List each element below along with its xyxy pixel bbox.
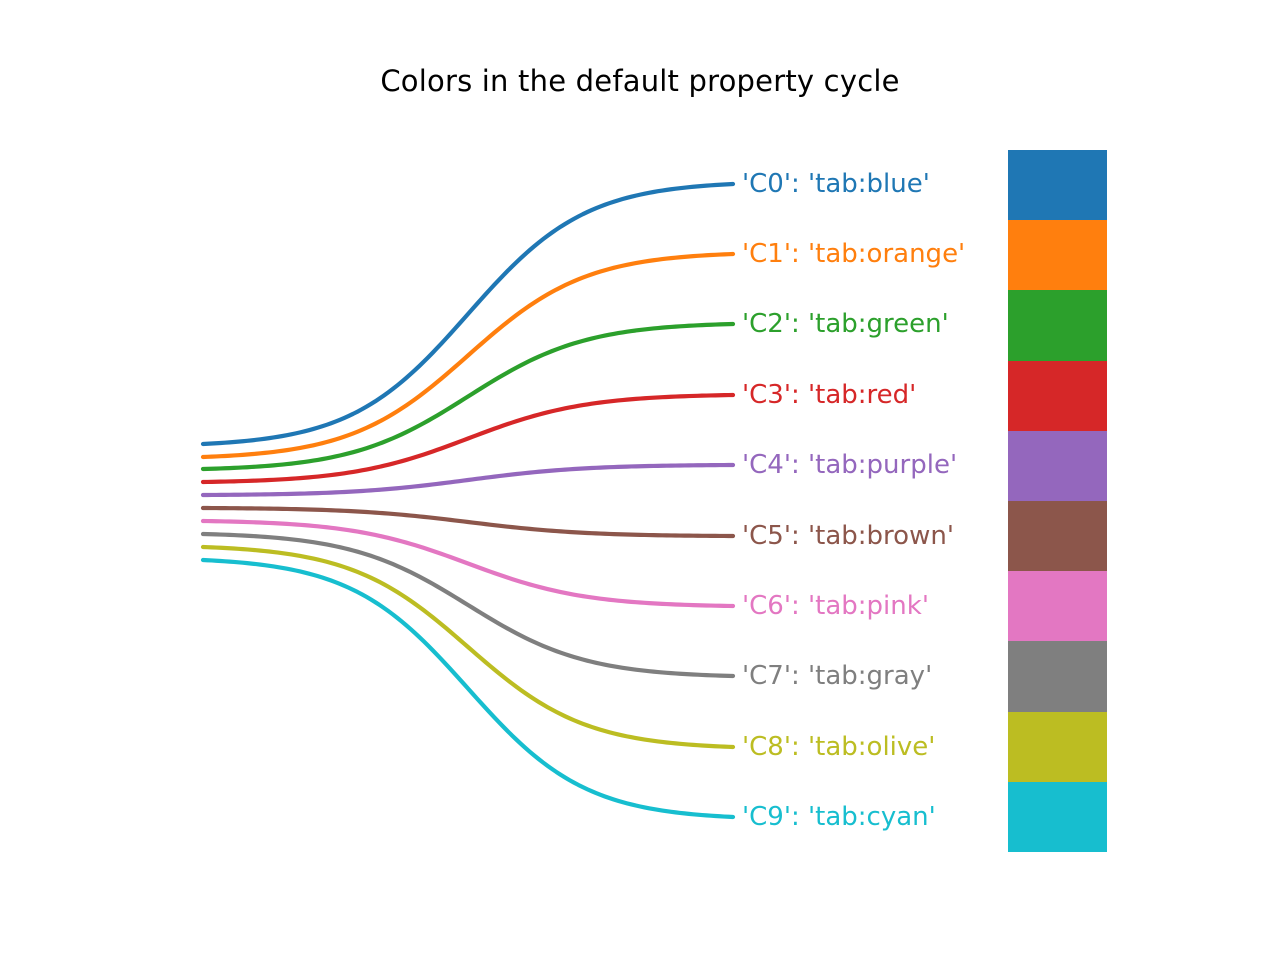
curves-group: [200, 181, 736, 820]
curve-c6: [200, 518, 736, 609]
curve-label-c7: 'C7': 'tab:gray': [742, 661, 933, 691]
curve-c0: [200, 181, 736, 447]
color-swatch-c7: [1008, 641, 1107, 712]
curve-c1: [200, 251, 736, 460]
color-swatch-c6: [1008, 571, 1107, 642]
curve-c4: [200, 462, 736, 498]
curve-label-c1: 'C1': 'tab:orange': [742, 239, 966, 269]
color-swatch-c2: [1008, 290, 1107, 361]
curve-c2: [200, 321, 736, 472]
color-swatch-c5: [1008, 501, 1107, 572]
color-swatch-c4: [1008, 430, 1107, 502]
curve-label-c5: 'C5': 'tab:brown': [742, 521, 954, 551]
curve-c7: [200, 531, 736, 679]
curve-label-c6: 'C6': 'tab:pink': [742, 591, 929, 621]
color-swatch-c3: [1008, 360, 1107, 431]
curve-c3: [200, 392, 736, 485]
color-swatch-c0: [1008, 150, 1107, 221]
color-swatch-c1: [1008, 220, 1107, 291]
page-title: Colors in the default property cycle: [380, 64, 900, 98]
curve-label-c3: 'C3': 'tab:red': [742, 380, 917, 410]
curve-c9: [200, 557, 736, 820]
curve-label-c0: 'C0': 'tab:blue': [742, 169, 930, 199]
curve-label-c2: 'C2': 'tab:green': [742, 309, 949, 339]
curve-c5: [200, 505, 736, 539]
curve-label-c4: 'C4': 'tab:purple': [742, 450, 958, 480]
color-swatch-column: [1008, 150, 1107, 853]
curve-label-c9: 'C9': 'tab:cyan': [742, 802, 936, 832]
color-swatch-c8: [1008, 711, 1107, 782]
curve-label-c8: 'C8': 'tab:olive': [742, 732, 936, 762]
curve-c8: [200, 544, 736, 750]
color-swatch-c9: [1008, 781, 1107, 853]
